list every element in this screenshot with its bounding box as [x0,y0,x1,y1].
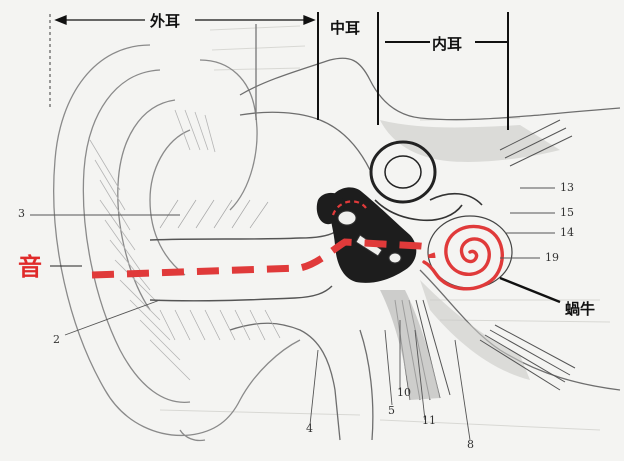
number-label-8: 8 [467,438,474,451]
outer-ear-arrow [50,14,314,120]
number-label-5: 5 [388,404,395,417]
cochlea-spiral [424,226,502,288]
number-label-4: 4 [306,422,313,435]
auricle-shading [90,110,215,380]
middle-ear-label: 中耳 [330,17,360,38]
number-label-2: 2 [53,333,60,346]
number-label-10: 10 [397,386,411,399]
auricle [54,45,300,441]
sound-label: 音 [18,247,42,282]
number-label-3: 3 [18,207,25,220]
semicircular-canals [371,142,435,202]
inner-ear-label: 内耳 [432,33,462,54]
number-label-13: 13 [560,181,574,194]
number-label-14: 14 [560,226,574,239]
outer-ear-label: 外耳 [150,10,180,31]
number-label-15: 15 [560,206,574,219]
number-label-19: 19 [545,251,559,264]
number-label-11: 11 [422,414,436,427]
cochlea-label: 蝸牛 [565,298,595,319]
